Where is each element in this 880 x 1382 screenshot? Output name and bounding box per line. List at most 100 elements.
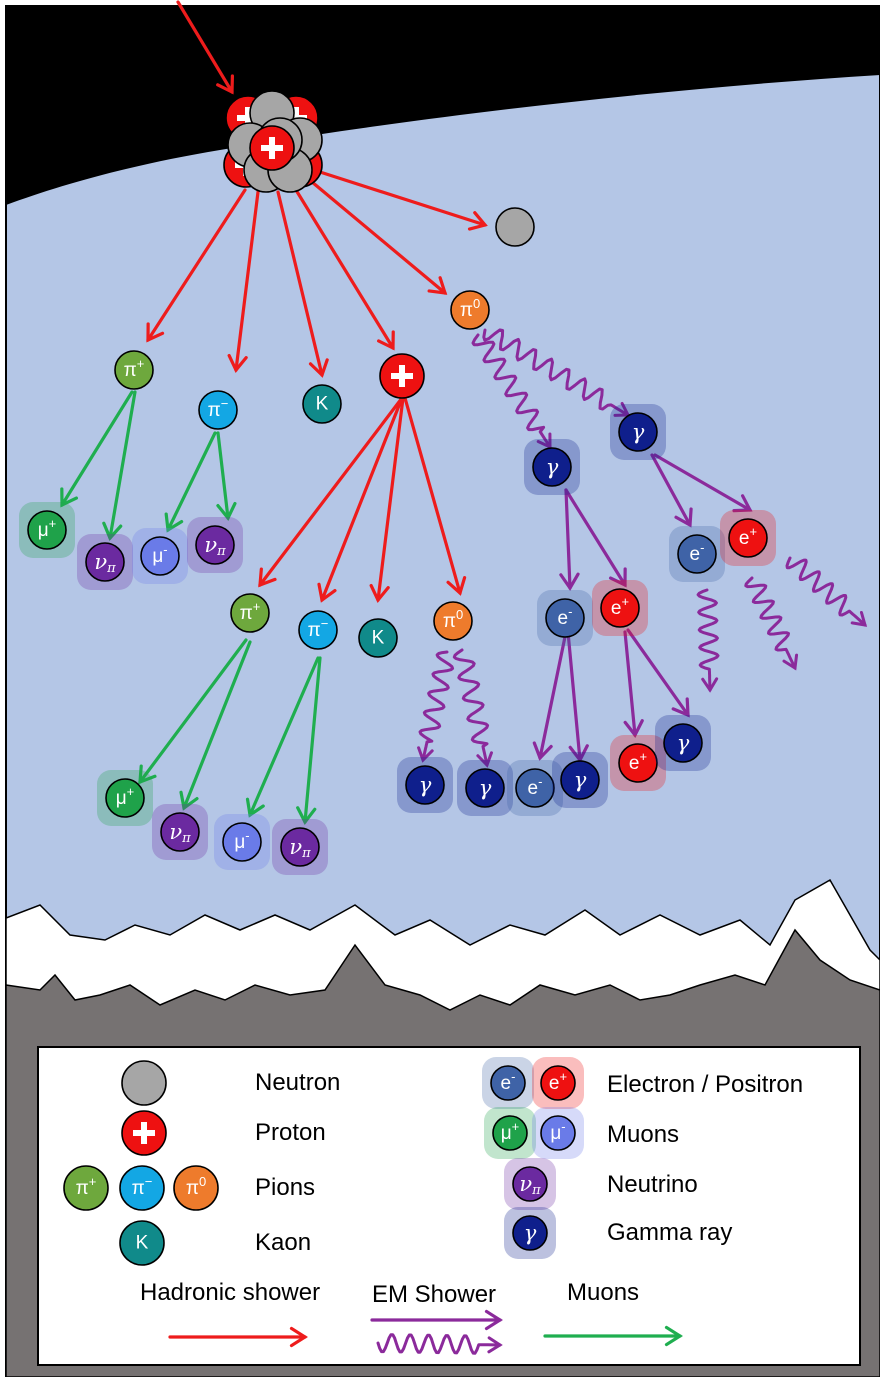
svg-text:K: K xyxy=(316,394,329,415)
legend-hadronic-shower: Hadronic shower xyxy=(140,1279,320,1306)
track-gamma-a-to-electron xyxy=(559,488,580,591)
neutrino-2: νπ xyxy=(187,517,243,573)
positron-1: e+ xyxy=(592,580,648,636)
electron-3: e- xyxy=(507,760,563,816)
svg-text:e-: e- xyxy=(690,540,705,565)
pi-plus-2: π+ xyxy=(230,593,270,633)
svg-text:π+: π+ xyxy=(124,356,145,381)
legend-box xyxy=(37,1046,861,1366)
legend-muon-minus-icon: μ- xyxy=(532,1107,584,1159)
legend-gamma-icon: γ xyxy=(504,1207,556,1259)
kaon-1: K xyxy=(302,384,342,424)
track-pi-minus-2-to-neutrino xyxy=(296,656,322,825)
legend-electron-icon: e- xyxy=(482,1057,534,1109)
track-positron-radiation-b xyxy=(785,556,868,627)
muon-plus-1: μ+ xyxy=(19,502,75,558)
legend-neutron: Neutron xyxy=(255,1069,340,1096)
track-nucleus-to-kaon-1 xyxy=(276,190,329,378)
svg-text:γ: γ xyxy=(419,773,432,797)
proton-secondary xyxy=(379,353,425,399)
legend-proton-icon xyxy=(121,1110,167,1156)
legend-muons-arrow: Muons xyxy=(567,1279,639,1306)
neutron-fragment xyxy=(495,207,535,247)
track-proton-to-pi-plus-2 xyxy=(258,396,404,588)
legend-proton: Proton xyxy=(255,1119,326,1146)
svg-text:μ+: μ+ xyxy=(38,516,57,541)
svg-text:γ: γ xyxy=(574,768,587,792)
track-pi-zero-2-to-gamma-b xyxy=(452,648,493,768)
pi-plus-1: π+ xyxy=(114,350,154,390)
track-positron-to-positron xyxy=(623,630,644,738)
track-electron-to-gamma xyxy=(566,630,589,763)
svg-text:π−: π− xyxy=(132,1174,153,1199)
legend-em-straight-arrow xyxy=(370,1309,503,1331)
legend-pi-zero-icon: π0 xyxy=(173,1165,219,1211)
svg-text:μ-: μ- xyxy=(550,1119,565,1144)
primary-nucleus xyxy=(223,90,323,193)
muon-minus-2: μ- xyxy=(214,814,270,870)
electron-2: e- xyxy=(669,526,725,582)
primary-arrow xyxy=(176,0,235,95)
track-nucleus-to-pi-plus-1 xyxy=(146,188,247,343)
track-nucleus-to-pi-minus-1 xyxy=(227,190,260,373)
track-pi-plus-1-to-muon xyxy=(60,390,134,508)
track-pi-plus-2-to-muon xyxy=(138,638,248,785)
legend-muon-plus-icon: μ+ xyxy=(484,1107,536,1159)
svg-text:π−: π− xyxy=(208,396,229,421)
svg-text:K: K xyxy=(136,1233,149,1254)
legend-pions: Pions xyxy=(255,1174,315,1201)
track-nucleus-to-pi-zero-1 xyxy=(310,180,448,295)
neutrino-3: νπ xyxy=(152,804,208,860)
legend-neutron-icon xyxy=(121,1060,167,1106)
neutrino-1: νπ xyxy=(77,534,133,590)
gamma-3: γ xyxy=(397,757,453,813)
svg-text:e+: e+ xyxy=(739,524,757,549)
svg-text:νπ: νπ xyxy=(519,1172,541,1198)
svg-text:K: K xyxy=(372,628,385,649)
electron-1: e- xyxy=(537,590,593,646)
space xyxy=(6,6,880,205)
pi-zero-1: π0 xyxy=(450,290,490,330)
track-pi-zero-2-to-gamma-a xyxy=(417,650,455,763)
legend-kaon: Kaon xyxy=(255,1229,311,1256)
svg-text:νπ: νπ xyxy=(204,533,226,559)
svg-text:νπ: νπ xyxy=(169,820,191,846)
track-pi-minus-1-to-neutrino xyxy=(216,431,237,521)
pi-minus-2: π− xyxy=(298,610,338,650)
svg-text:π0: π0 xyxy=(186,1174,206,1199)
svg-text:e-: e- xyxy=(558,604,573,629)
track-pi-plus-2-to-neutrino xyxy=(179,640,252,811)
legend-electron-positron: Electron / Positron xyxy=(607,1071,803,1098)
svg-text:π+: π+ xyxy=(240,599,261,624)
svg-text:e+: e+ xyxy=(611,594,629,619)
svg-text:γ: γ xyxy=(677,731,690,755)
legend-em-wavy-arrow xyxy=(376,1333,503,1355)
track-pi-zero-1-to-gamma-a xyxy=(471,333,552,450)
gamma-5: γ xyxy=(552,752,608,808)
svg-text:π0: π0 xyxy=(443,607,463,632)
svg-text:γ: γ xyxy=(546,455,559,479)
svg-text:γ: γ xyxy=(479,776,492,800)
svg-text:e-: e- xyxy=(501,1069,516,1094)
track-electron-to-electron xyxy=(532,630,568,761)
track-nucleus-to-proton xyxy=(294,188,395,351)
track-nucleus-to-neutron xyxy=(318,170,488,231)
track-proton-to-pi-minus-2 xyxy=(317,396,404,603)
track-gamma-a-to-positron xyxy=(564,488,627,588)
pi-zero-2: π0 xyxy=(433,601,473,641)
legend-pi-plus-icon: π+ xyxy=(63,1165,109,1211)
positron-3: e+ xyxy=(610,735,666,791)
svg-text:μ+: μ+ xyxy=(116,784,135,809)
svg-text:π+: π+ xyxy=(76,1174,97,1199)
pi-minus-1: π− xyxy=(198,390,238,430)
muon-minus-1: μ- xyxy=(132,528,188,584)
nucleus-nucleon-11 xyxy=(249,125,295,171)
svg-text:e-: e- xyxy=(528,774,543,799)
legend-neutrino-icon: νπ xyxy=(504,1158,556,1210)
svg-text:γ: γ xyxy=(632,420,645,444)
track-pi-minus-1-to-muon xyxy=(164,431,217,533)
svg-text:γ: γ xyxy=(524,1221,537,1245)
